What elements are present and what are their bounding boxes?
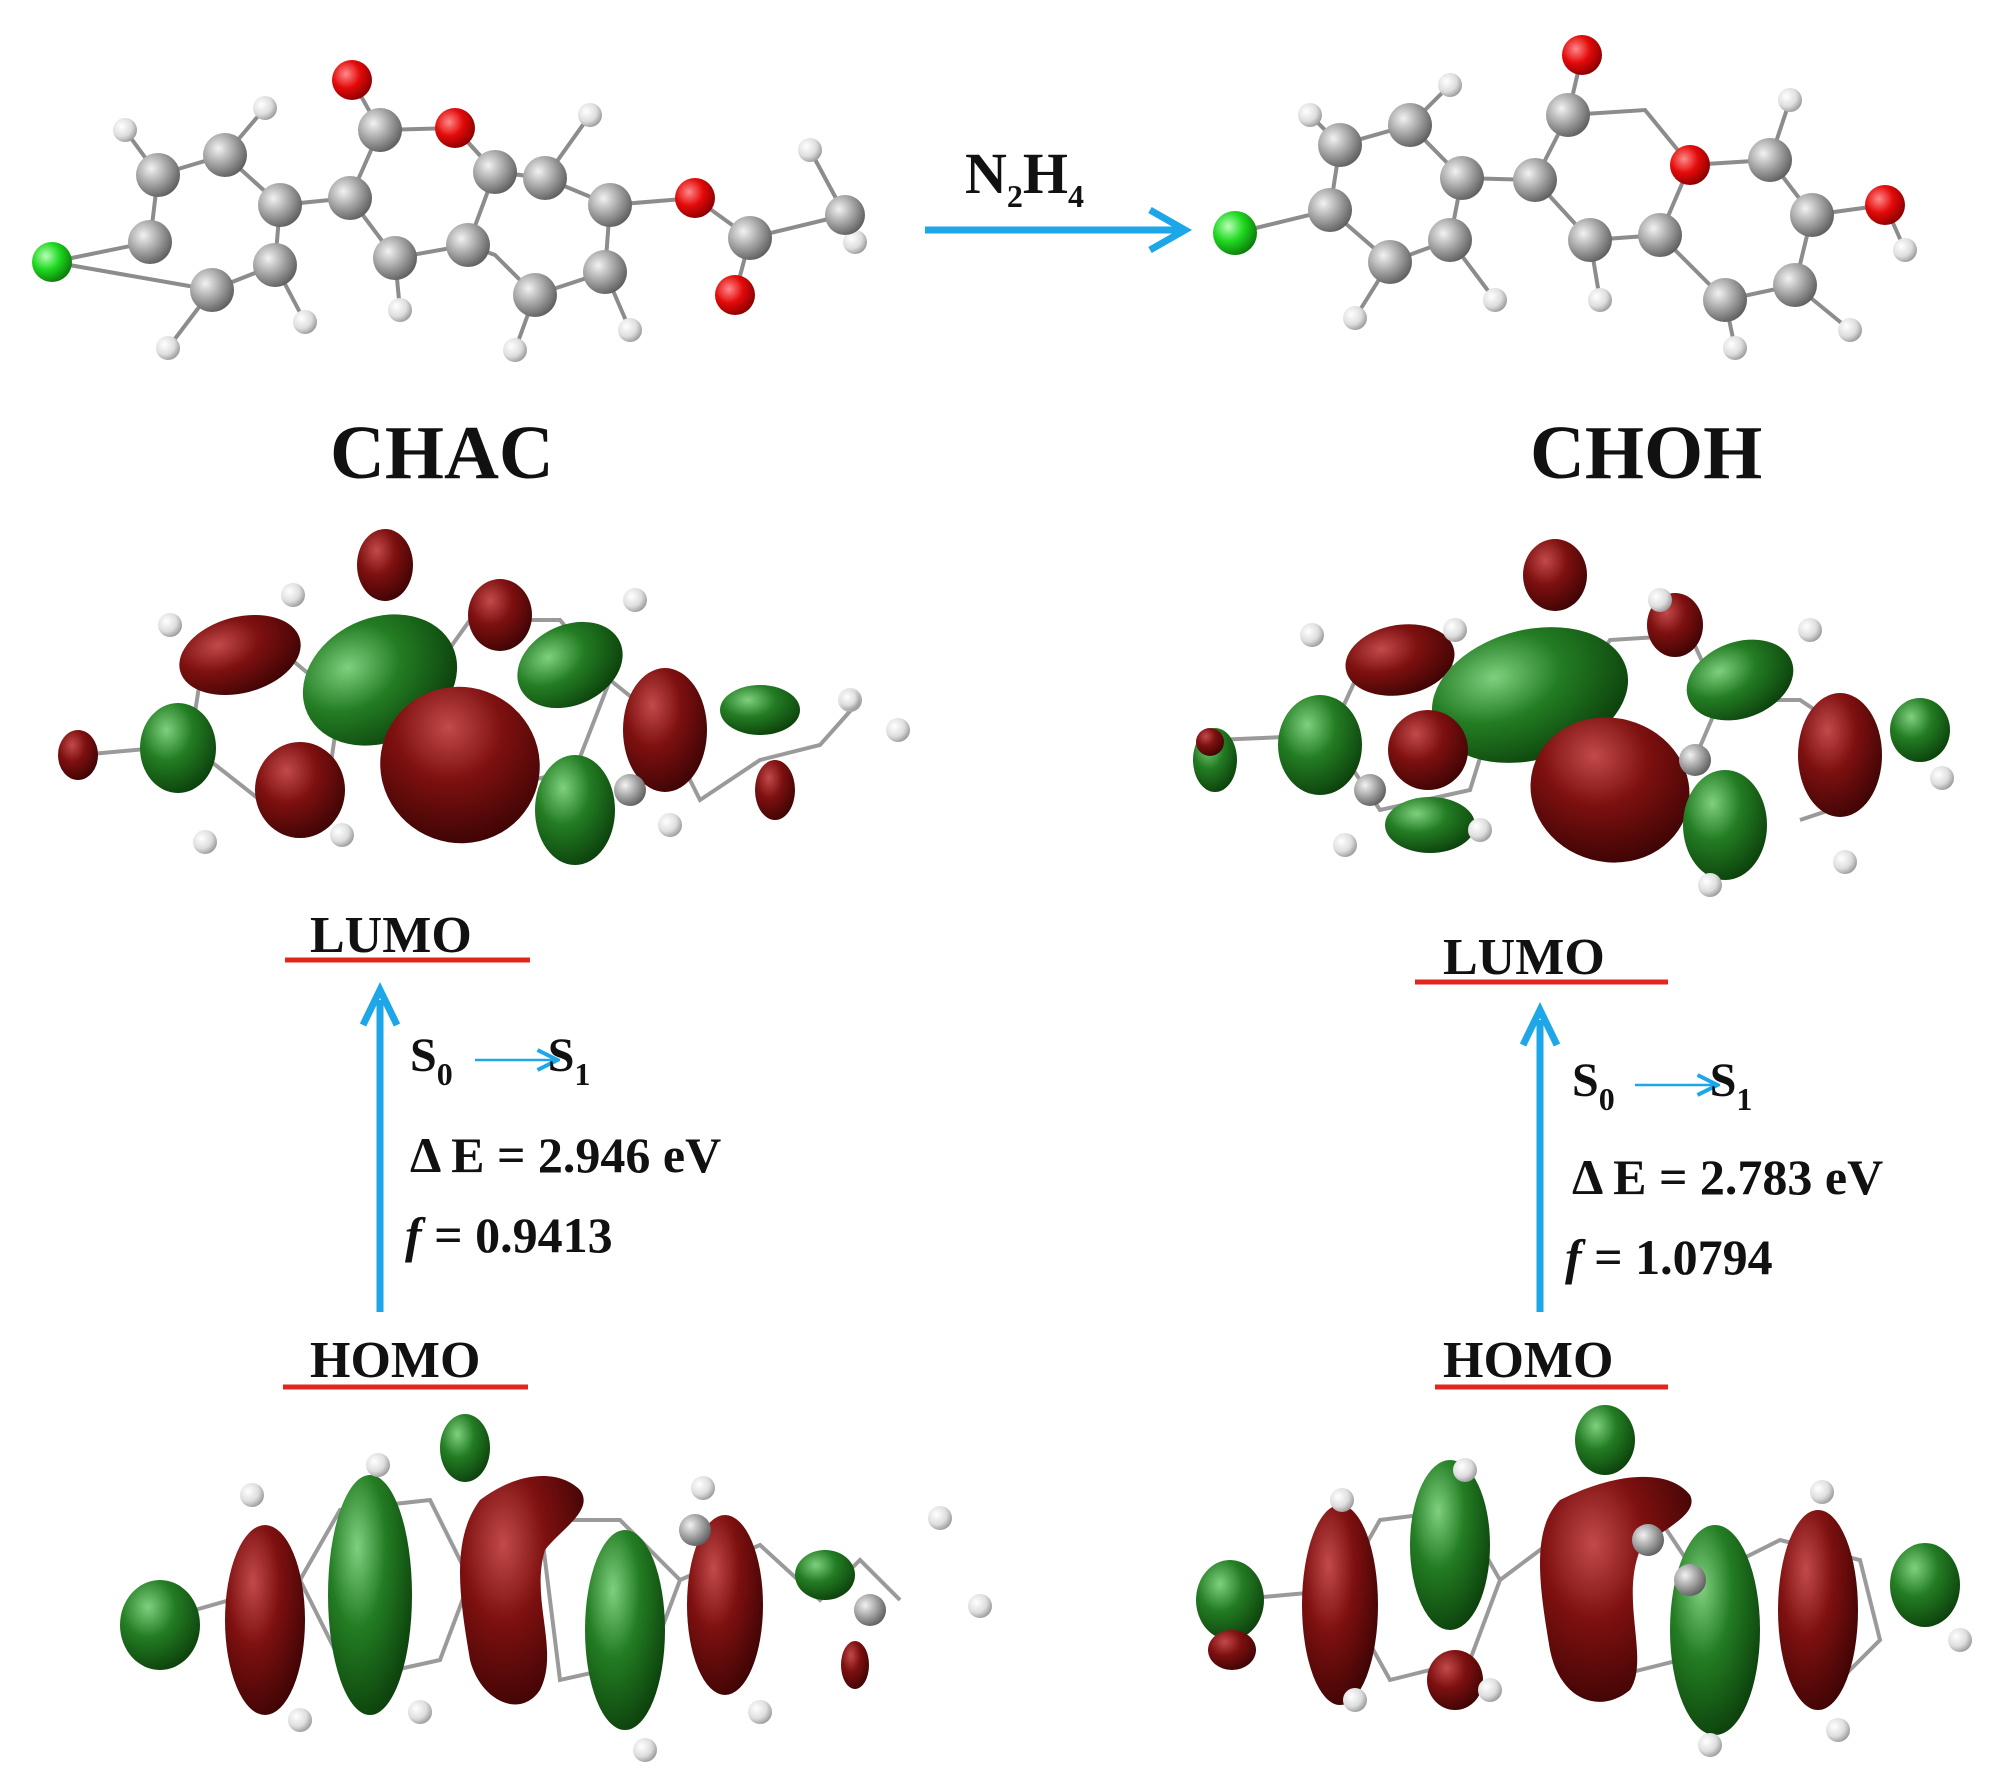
choh-transition-from: S — [1572, 1054, 1599, 1107]
chac-transition-from: S — [410, 1029, 437, 1082]
choh-transition-from-sub: 0 — [1598, 1081, 1615, 1117]
choh-homo-label: HOMO — [1443, 1332, 1614, 1389]
chac-transition-to: S — [547, 1029, 575, 1082]
reagent-label: N2H4 — [965, 145, 1084, 213]
chac-transition-to-sub: 1 — [574, 1056, 591, 1092]
chac-osc-symbol: f — [405, 1207, 422, 1263]
choh-excitation-arrowhead — [1519, 1001, 1561, 1047]
choh-oscillator-strength: f = 1.0794 — [1565, 1232, 1773, 1282]
choh-homo-orbital — [1196, 1405, 1972, 1757]
chac-homo-orbital — [120, 1414, 992, 1762]
chac-lumo-orbital — [58, 529, 910, 865]
chac-oscillator-strength: f = 0.9413 — [405, 1210, 613, 1260]
molecule-choh-atoms — [1213, 35, 1917, 360]
reaction-arrow-head — [1148, 206, 1193, 254]
chac-homo-label: HOMO — [310, 1332, 481, 1389]
choh-osc-symbol: f — [1565, 1229, 1582, 1285]
choh-energy-gap: Δ E = 2.783 eV — [1572, 1149, 1884, 1205]
choh-lumo-orbital — [1193, 539, 1954, 897]
molecule-label-choh: CHOH — [1530, 411, 1763, 495]
reagent-n: N — [965, 141, 1007, 206]
molecule-chac-atoms — [32, 60, 867, 362]
choh-lumo-label: LUMO — [1443, 929, 1605, 986]
molecule-label-chac: CHAC — [330, 411, 554, 495]
chac-osc-value: = 0.9413 — [421, 1207, 613, 1263]
reagent-sub-2: 2 — [1006, 178, 1023, 214]
choh-transition-to-sub: 1 — [1736, 1081, 1753, 1117]
chac-energy-gap: Δ E = 2.946 eV — [410, 1127, 722, 1183]
chac-lumo-label: LUMO — [310, 907, 472, 964]
choh-transition-to: S — [1709, 1054, 1737, 1107]
chac-excitation-arrowhead — [359, 981, 401, 1027]
reagent-h: H — [1022, 141, 1069, 206]
reagent-sub-4: 4 — [1068, 178, 1085, 214]
choh-osc-value: = 1.0794 — [1581, 1229, 1773, 1285]
chac-transition-from-sub: 0 — [436, 1056, 453, 1092]
